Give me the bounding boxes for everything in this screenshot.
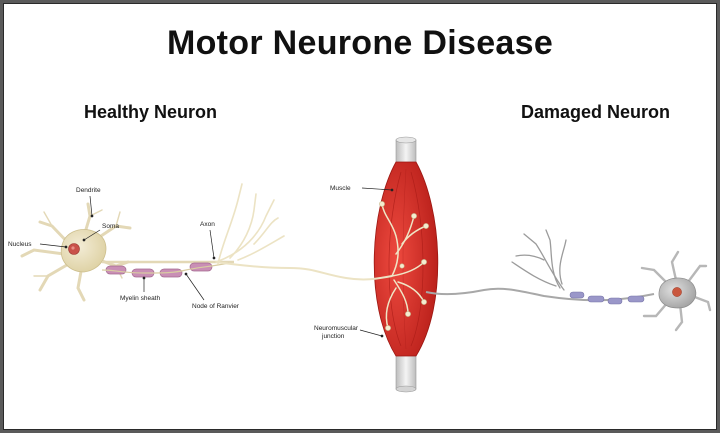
neuromuscular-junction-label-line1: Neuromuscular: [314, 325, 359, 332]
damaged-nucleus: [672, 287, 682, 297]
nucleus-callout-line: [39, 243, 67, 248]
callout-dot: [380, 334, 384, 338]
nmj-callout-line: [359, 329, 383, 337]
axon-to-muscle: [215, 261, 393, 281]
nmj-terminal: [385, 325, 391, 331]
damaged-dendrite: [686, 264, 708, 284]
nmj-branch: [381, 203, 399, 277]
dendrite-branch: [76, 264, 86, 302]
node-of-ranvier-label: Node of Ranvier: [192, 303, 240, 310]
soma-callout-line: [83, 229, 101, 241]
callout-dot: [390, 188, 394, 192]
nmj-terminal: [399, 263, 405, 269]
muscle-callout-line: [361, 187, 393, 191]
damaged-myelin-segment: [569, 291, 585, 299]
healthy-nucleolus: [71, 246, 75, 250]
muscle: [373, 136, 439, 393]
callout-dot: [184, 272, 188, 276]
damaged-myelin-segment: [587, 295, 605, 303]
nmj-branch: [395, 215, 415, 255]
nmj-terminal: [421, 299, 427, 305]
axon-callout-line: [209, 229, 215, 259]
nucleus-label: Nucleus: [8, 241, 32, 248]
callout-dot: [212, 256, 216, 260]
muscle-label: Muscle: [330, 185, 351, 192]
callout-dot: [90, 214, 94, 218]
nmj-terminal: [405, 311, 411, 317]
upper-tendon-cap: [395, 136, 417, 144]
callout-dot: [142, 276, 146, 280]
dendrite-branch: [20, 248, 66, 258]
damaged-dendrite: [670, 250, 680, 282]
damaged-terminal-branch: [523, 233, 565, 291]
axon-terminal-branch: [229, 193, 257, 259]
damaged-terminal-branch: [515, 254, 545, 261]
healthy-axon-inner: [101, 262, 230, 274]
neuromuscular-junction-label-line2: junction: [321, 333, 345, 340]
axon-terminal-branch: [237, 235, 285, 261]
damaged-terminal-branch: [545, 229, 561, 289]
myelin-sheath-label: Myelin sheath: [120, 295, 160, 302]
lower-tendon-cap: [395, 385, 417, 393]
damaged-dendrite: [640, 266, 670, 286]
damaged-dendrite: [674, 302, 684, 332]
damaged-terminal-branch: [559, 239, 567, 285]
nmj-terminal: [379, 201, 385, 207]
healthy-neuron-heading: Healthy Neuron: [84, 102, 218, 122]
muscle-fibre-line: [402, 168, 407, 350]
diagram-title: Motor Neurone Disease: [166, 24, 554, 62]
nmj-branch: [385, 287, 397, 329]
axon-terminal-branch: [253, 217, 279, 245]
nmj-terminal: [421, 259, 427, 265]
axon-label: Axon: [200, 221, 215, 228]
damaged-terminal-branch: [511, 261, 557, 287]
muscle-fibre-line: [388, 171, 402, 347]
dendrite-callout-line: [89, 195, 93, 217]
damaged-myelin-segment: [627, 295, 645, 303]
healthy-neuron: [20, 183, 393, 302]
dendrite-branch: [43, 211, 53, 227]
muscle-belly: [373, 161, 439, 357]
diagram-frame: Motor Neurone Disease Healthy Neuron Dam…: [3, 3, 717, 430]
node-of-ranvier-callout-line: [185, 273, 205, 301]
callout-dot: [64, 245, 68, 249]
dendrite-branch: [115, 211, 121, 227]
damaged-neuron: [425, 229, 712, 332]
callout-dot: [82, 238, 86, 242]
dendrite-label: Dendrite: [76, 187, 101, 194]
nmj-terminal: [423, 223, 429, 229]
soma-label: Soma: [102, 223, 119, 230]
nmj-terminal: [411, 213, 417, 219]
axon-terminal-branch: [217, 183, 243, 265]
damaged-myelin-segment: [607, 297, 623, 305]
damaged-dendrite: [642, 300, 670, 318]
nmj-branch: [393, 279, 409, 315]
damaged-neuron-heading: Damaged Neuron: [521, 102, 671, 122]
axon-terminal-branch: [215, 199, 275, 263]
damaged-dendrite: [690, 294, 712, 312]
neuron-diagram: Dendrite Soma Nucleus Axon Myelin sheath…: [8, 136, 712, 393]
neuromuscular-junctions: [379, 201, 429, 331]
healthy-soma: [60, 229, 107, 273]
